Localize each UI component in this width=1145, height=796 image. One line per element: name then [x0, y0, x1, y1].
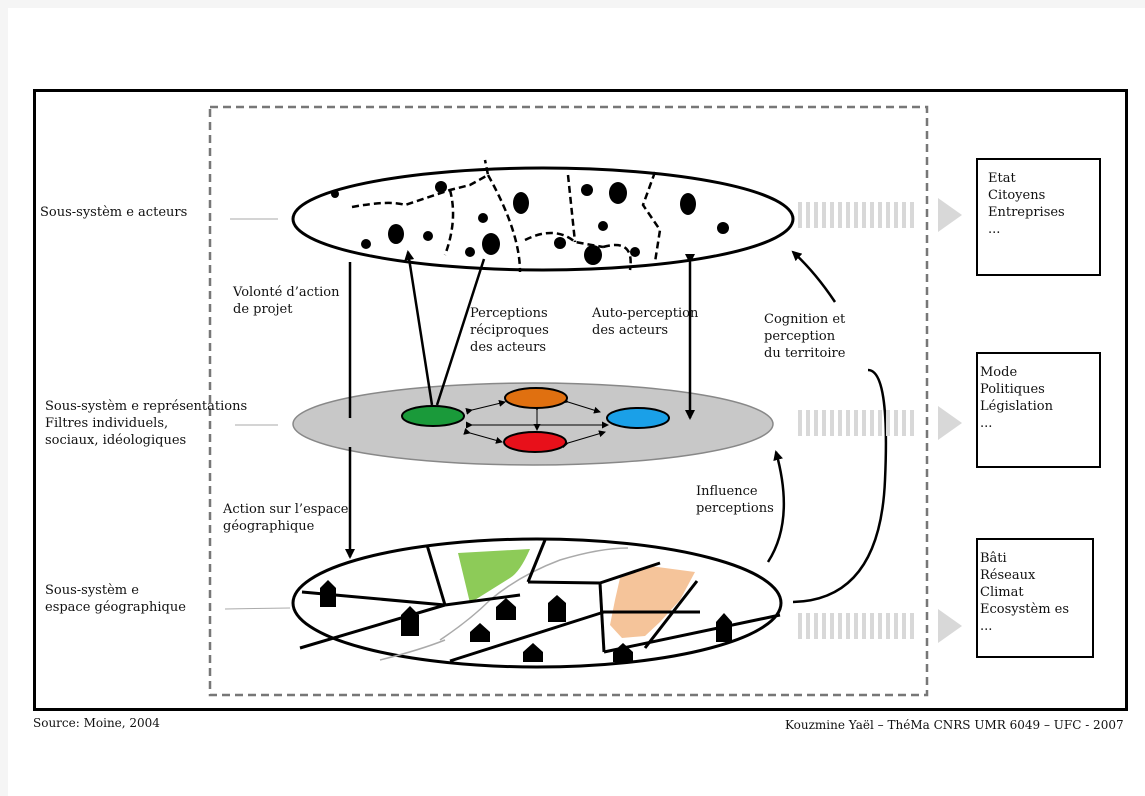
- box-actors-list: Etat Citoyens Entreprises ...: [976, 158, 1101, 276]
- gray-arrow-geo: [798, 609, 962, 643]
- label-filters-types: sociaux, idéologiques: [45, 433, 187, 448]
- label-reciproques: réciproques: [470, 323, 549, 338]
- label-geographique: géographique: [223, 519, 315, 534]
- leader-line-geo: [224, 607, 291, 610]
- dashed-system-boundary: [208, 105, 929, 697]
- box-item: Législation: [980, 399, 1053, 414]
- label-auto-des-acteurs: des acteurs: [592, 323, 669, 338]
- label-actors-subsystem: Sous-systèm e acteurs: [40, 205, 188, 220]
- label-geo-subsystem: Sous-systèm e: [45, 583, 139, 598]
- box-item: Mode: [980, 365, 1018, 380]
- box-item: Climat: [980, 585, 1024, 600]
- label-cognition: Cognition et: [764, 312, 846, 327]
- box-geo-list: Bâti Réseaux Climat Ecosystèm es ...: [976, 538, 1094, 658]
- box-representations-list: Mode Politiques Législation ...: [976, 352, 1101, 468]
- box-item: Entreprises: [988, 205, 1065, 220]
- box-item: Etat: [988, 171, 1016, 186]
- label-influence: Influence: [696, 484, 758, 499]
- box-item: ...: [980, 416, 993, 431]
- box-item: Ecosystèm es: [980, 602, 1070, 617]
- label-des-acteurs: des acteurs: [470, 340, 547, 355]
- box-item: ...: [980, 619, 993, 634]
- filter-red-oval: [503, 431, 567, 453]
- label-volonte: Volonté d’action: [233, 285, 340, 300]
- box-item: ...: [988, 222, 1001, 237]
- label-territoire: du territoire: [764, 346, 846, 361]
- credit-caption: Kouzmine Yaël – ThéMa CNRS UMR 6049 – UF…: [785, 718, 1124, 732]
- label-geo-space: espace géographique: [45, 600, 186, 615]
- filter-green-oval: [401, 405, 465, 427]
- box-item: Bâti: [980, 551, 1007, 566]
- diagram-frame: [33, 89, 1128, 711]
- gray-arrow-representations: [798, 406, 962, 440]
- label-filters: Filtres individuels,: [45, 416, 169, 431]
- arrow-perception-right: [435, 258, 486, 406]
- representations-ellipse: [292, 382, 774, 466]
- label-perception: perception: [764, 329, 836, 344]
- source-caption: Source: Moine, 2004: [33, 716, 160, 730]
- arrow-perception-left: [404, 250, 434, 406]
- filter-orange-oval: [504, 387, 568, 409]
- box-item: Citoyens: [988, 188, 1046, 203]
- label-projet: de projet: [233, 302, 293, 317]
- actors-ellipse: [291, 159, 795, 273]
- arrow-cognition: [792, 368, 888, 604]
- filter-blue-oval: [606, 407, 670, 429]
- box-item: Politiques: [980, 382, 1045, 397]
- arrow-cognition-top: [791, 250, 837, 303]
- arrow-influence: [766, 450, 786, 563]
- gray-arrow-actors: [798, 198, 962, 232]
- label-action: Action sur l’espace: [223, 502, 349, 517]
- label-influence-perceptions: perceptions: [696, 501, 774, 516]
- label-auto-perception: Auto-perception: [592, 306, 699, 321]
- box-item: Réseaux: [980, 568, 1036, 583]
- label-representations-subsystem: Sous-systèm e représentations: [45, 399, 248, 414]
- label-perceptions: Perceptions: [470, 306, 548, 321]
- geo-space-ellipse: [291, 537, 783, 669]
